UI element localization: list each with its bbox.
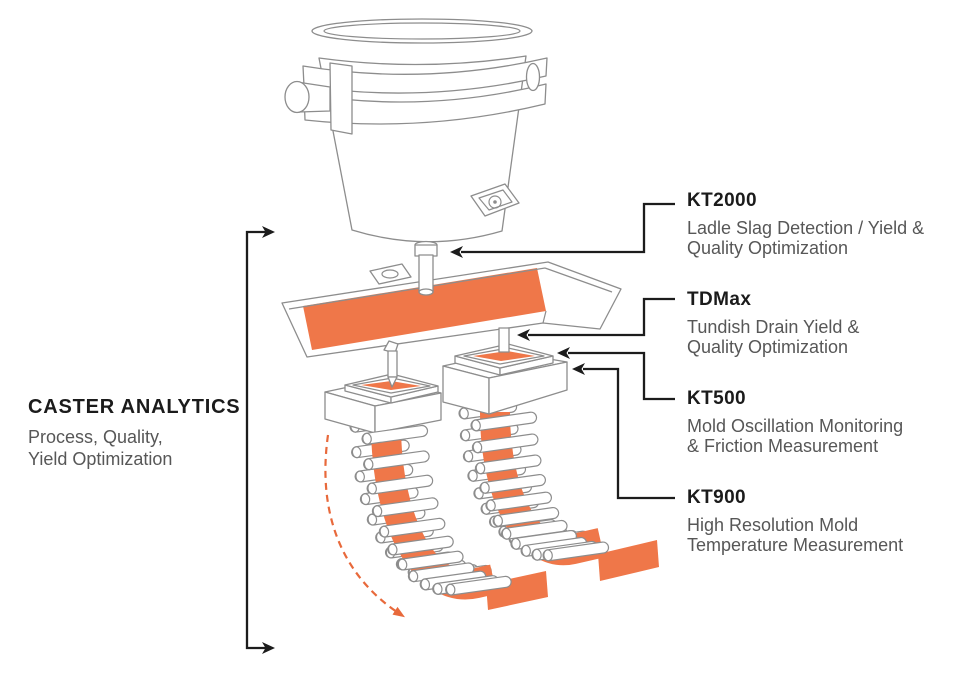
strand-roller <box>470 411 538 432</box>
label-tdmax: TDMax Tundish Drain Yield & Quality Opti… <box>687 290 957 357</box>
label-kt500: KT500 Mold Oscillation Monitoring & Fric… <box>687 389 957 456</box>
kt900-leader-line <box>583 367 675 500</box>
ladle-trunnion-pin-right <box>525 62 541 92</box>
ladle-trunnion-pin-left-cap <box>284 80 310 114</box>
stopper-rod-shaft <box>387 350 398 378</box>
mold-right-slot <box>473 351 535 361</box>
caster-analytics-title: CASTER ANALYTICS <box>28 396 241 418</box>
strand-roller <box>471 433 539 454</box>
ladle-nozzle-collar <box>414 244 438 257</box>
strand-roller <box>474 454 542 475</box>
stopper-rod <box>383 340 399 388</box>
kt2000-product-name: KT2000 <box>687 190 757 211</box>
kt2000-arrowhead-icon <box>450 246 463 258</box>
mold-left <box>324 373 442 434</box>
kt500-description-line: & Friction Measurement <box>687 436 879 456</box>
kt500-arrowhead-icon <box>557 347 570 359</box>
strand-roller <box>371 497 439 518</box>
mold-right-frame-inner-ring <box>463 347 545 365</box>
connector-lines <box>245 202 675 654</box>
tundish <box>281 261 622 358</box>
strand-roller <box>361 424 429 445</box>
ladle <box>284 18 548 296</box>
tdmax-description-line: Quality Optimization <box>687 337 849 357</box>
strand-roller <box>542 541 610 562</box>
strand-roller <box>378 517 446 538</box>
caster-analytics-line: Process, Quality, <box>28 427 163 447</box>
ladle-trunnion-band-upper <box>302 57 548 94</box>
casting-direction-arrowhead-icon <box>392 606 405 618</box>
caster-analytics-line: Yield Optimization <box>28 449 173 469</box>
ladle-slide-gate-hub <box>488 195 502 209</box>
strand-left-front-rollers <box>361 424 512 596</box>
tundish-corner-line <box>542 310 547 324</box>
strand-right-front-rollers <box>470 411 610 562</box>
ladle-band-plate <box>329 62 353 135</box>
slab-right <box>598 540 659 581</box>
tundish-right-rim-line <box>544 267 613 293</box>
strand-roller <box>492 506 560 527</box>
strand-roller <box>445 575 512 596</box>
tdmax-arrowhead-icon <box>517 329 530 341</box>
strand-roller <box>387 535 454 556</box>
tdmax-description-line: Tundish Drain Yield & <box>687 317 860 337</box>
strand-roller <box>396 550 464 571</box>
strand-roller <box>363 450 430 471</box>
tundish-molten-steel-surface <box>303 268 546 350</box>
tundish-outlet-nozzle <box>498 327 510 353</box>
ladle-slide-gate-inner <box>478 189 513 211</box>
mold-left-frame-inner-ring <box>352 377 431 394</box>
tundish-spout-notch <box>381 269 399 279</box>
caster-analytics-bracket <box>245 230 271 650</box>
stopper-rod-tip <box>387 376 398 388</box>
ladle-rim-outer <box>311 18 533 44</box>
kt2000-description-line: Ladle Slag Detection / Yield & <box>687 218 925 238</box>
mold-right-body-side <box>488 361 568 415</box>
casting-direction-curve <box>324 434 401 615</box>
tundish-overflow-spout <box>369 263 412 285</box>
bracket-top-arrowhead-icon <box>262 226 275 238</box>
kt2000-description-line: Quality Optimization <box>687 238 849 258</box>
kt900-arrowhead-icon <box>572 363 585 375</box>
bracket-bottom-arrowhead-icon <box>262 642 275 654</box>
mold-right <box>442 343 568 415</box>
ladle-slide-gate <box>470 183 520 217</box>
kt900-description-line: Temperature Measurement <box>687 535 904 555</box>
tdmax-leader-line <box>528 297 675 337</box>
tdmax-product-name: TDMax <box>687 289 752 310</box>
kt500-product-name: KT500 <box>687 388 747 409</box>
kt900-description-line: High Resolution Mold <box>687 515 859 535</box>
ladle-slide-gate-pin <box>493 200 497 204</box>
kt900-product-name: KT900 <box>687 487 747 508</box>
ladle-rim-inner <box>323 22 521 40</box>
kt500-description-line: Mold Oscillation Monitoring <box>687 416 904 436</box>
strand-roller <box>366 474 434 495</box>
ladle-shroud-tube-end <box>418 288 434 296</box>
kt500-leader-line <box>568 351 675 401</box>
strand-roller <box>479 473 547 494</box>
tundish-rim-line <box>288 267 546 310</box>
ladle-shroud-tube <box>418 254 434 293</box>
label-kt2000: KT2000 Ladle Slag Detection / Yield & Qu… <box>687 191 957 258</box>
caster-analytics-label: CASTER ANALYTICS Process, Quality, Yield… <box>28 397 243 470</box>
ladle-trunnion-band-lower <box>303 83 547 125</box>
casting-direction-arrow <box>324 434 405 618</box>
kt2000-leader-line <box>461 202 675 254</box>
strand-roller <box>485 491 553 512</box>
label-kt900: KT900 High Resolution Mold Temperature M… <box>687 488 957 555</box>
